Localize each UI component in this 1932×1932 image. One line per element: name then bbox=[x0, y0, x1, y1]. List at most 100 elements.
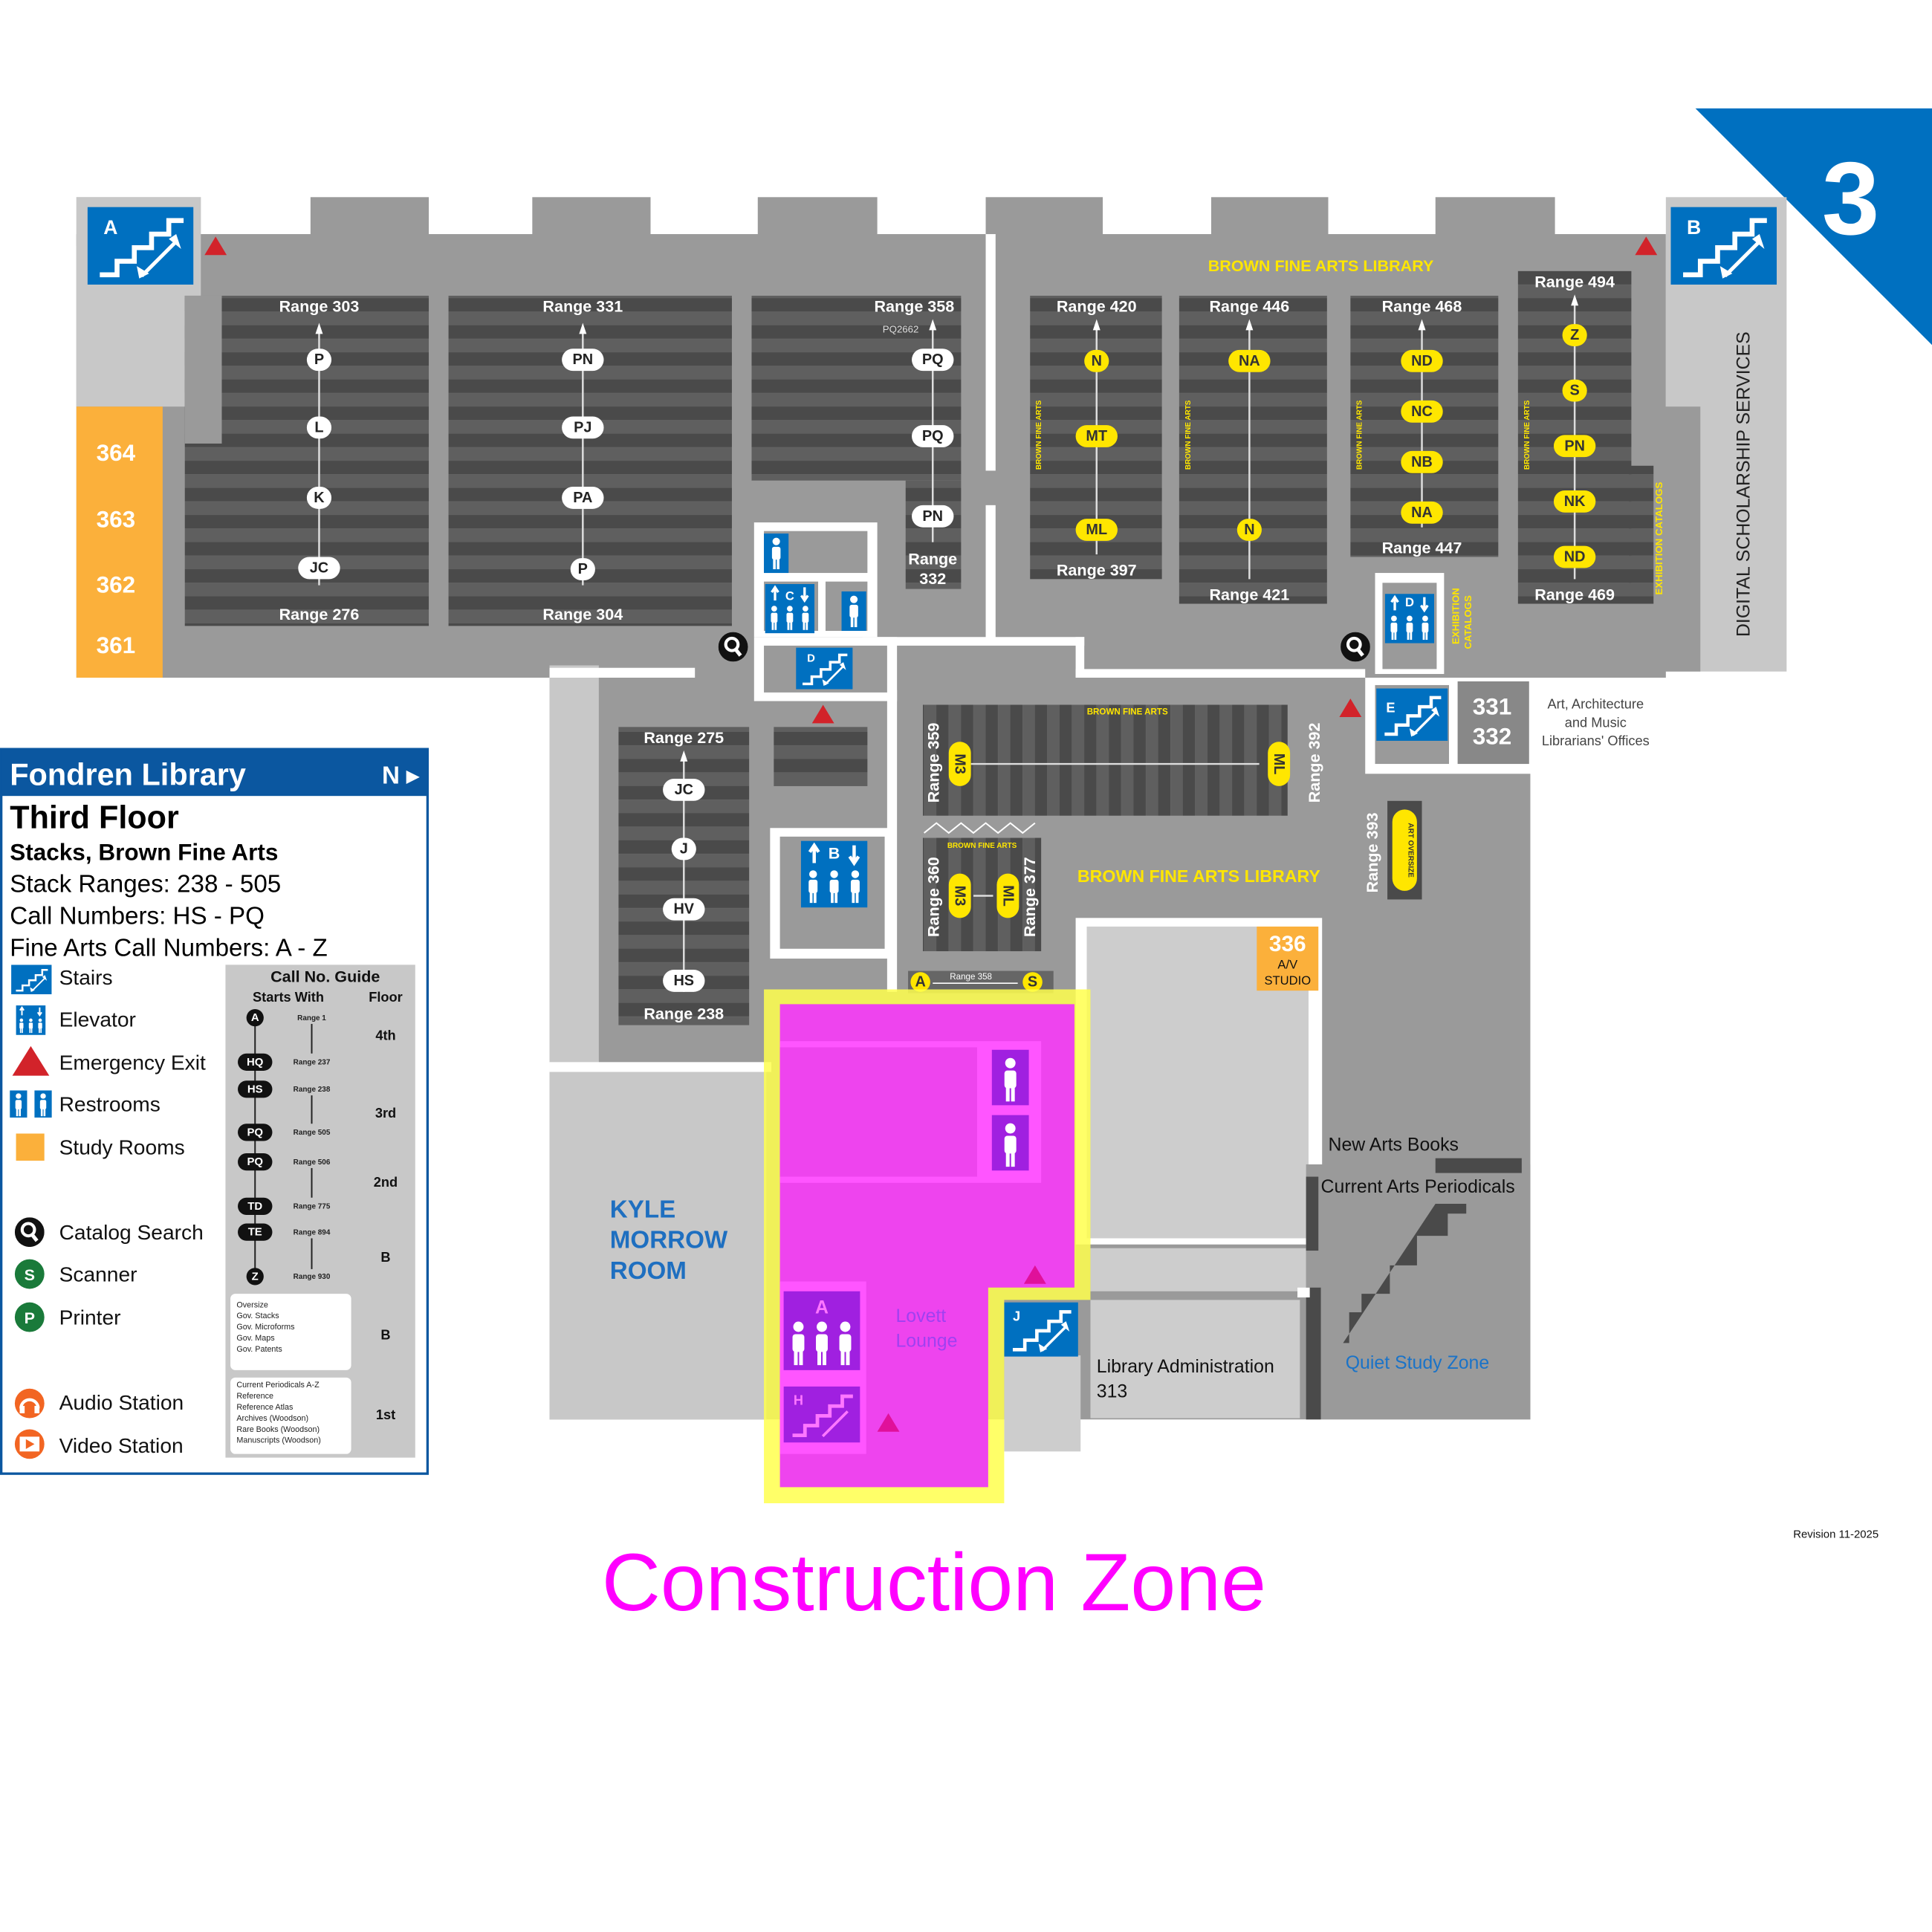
stack-shelves bbox=[751, 295, 962, 481]
call-marker-pill bbox=[663, 969, 705, 992]
guide-call: A bbox=[251, 1011, 259, 1024]
core-d: D E 331 332 bbox=[1365, 573, 1532, 774]
call-marker: N bbox=[1092, 353, 1102, 369]
call-marker-pill bbox=[1228, 349, 1271, 372]
video-station-icon bbox=[14, 1429, 45, 1459]
stack-label: BROWN FINE ARTS bbox=[1087, 707, 1168, 717]
catalog-search-icon[interactable] bbox=[1341, 632, 1370, 662]
elevator-d-icon[interactable]: D bbox=[1385, 594, 1434, 643]
stairs-letter: E bbox=[1386, 699, 1395, 715]
stairs-e-icon[interactable]: E bbox=[1376, 689, 1448, 741]
guide-range: Range 237 bbox=[294, 1059, 331, 1067]
guide-call: PQ bbox=[247, 1155, 263, 1168]
stack-label: BROWN FINE ARTS bbox=[947, 842, 1017, 850]
call-marker: ND bbox=[1411, 353, 1433, 369]
legend-label: Study Rooms bbox=[59, 1135, 185, 1159]
call-marker: ML bbox=[1271, 753, 1287, 775]
stairs-a-icon[interactable]: A bbox=[88, 207, 194, 285]
range-end-label: Range 421 bbox=[1209, 586, 1289, 604]
stairs-d-icon[interactable]: D bbox=[796, 646, 853, 690]
call-marker: L bbox=[314, 419, 323, 435]
call-marker-pill bbox=[1084, 349, 1109, 372]
elevator-letter: D bbox=[1405, 595, 1414, 609]
fine-arts-side-label: BROWN FINE ARTS bbox=[1035, 400, 1043, 470]
lovett-lounge-label: Lounge bbox=[895, 1330, 957, 1351]
study-room-362[interactable]: 362 bbox=[97, 571, 136, 598]
revision-label: Revision 11-2025 bbox=[1793, 1528, 1878, 1540]
stairs-letter: J bbox=[1013, 1309, 1020, 1324]
legend-label: Catalog Search bbox=[59, 1220, 204, 1244]
exhibition-catalogs-label: EXHIBITION bbox=[1450, 588, 1461, 644]
office-331-332[interactable] bbox=[1457, 681, 1529, 765]
fine-arts-stack-360-377: BROWN FINE ARTS Range 360 Range 377 M3 M… bbox=[922, 837, 1042, 952]
elevator-letter: B bbox=[829, 844, 840, 863]
legend-label: Elevator bbox=[59, 1007, 136, 1031]
call-marker: A bbox=[915, 974, 925, 991]
guide-range: Range 775 bbox=[294, 1203, 331, 1211]
legend-label: Video Station bbox=[59, 1433, 184, 1457]
guide-floor: 2nd bbox=[374, 1174, 398, 1190]
study-room-364[interactable]: 364 bbox=[97, 439, 136, 466]
room-label: ROOM bbox=[610, 1257, 687, 1285]
av-label: A/V bbox=[1277, 957, 1297, 971]
call-marker: PQ bbox=[922, 351, 944, 368]
legend-label: Restrooms bbox=[59, 1092, 161, 1116]
range-end-label: Range 469 bbox=[1534, 586, 1615, 604]
call-marker: N bbox=[1244, 522, 1254, 538]
stack-shelves bbox=[1629, 465, 1654, 604]
elevator-b-icon[interactable]: B bbox=[801, 841, 868, 908]
range-start-label: Range 358 bbox=[874, 297, 954, 316]
call-marker-pill bbox=[306, 486, 332, 509]
core-b: B bbox=[770, 828, 894, 959]
floor-number: 3 bbox=[1822, 140, 1879, 256]
call-marker-pill bbox=[1401, 349, 1443, 372]
range-393: Range 393 bbox=[1363, 813, 1381, 893]
emergency-exit-icon bbox=[1339, 698, 1362, 718]
stairs-h-icon: H bbox=[784, 1387, 860, 1442]
stairs-b-icon[interactable]: B bbox=[1670, 207, 1777, 285]
elevator-icon bbox=[16, 1005, 46, 1035]
av-studio-336[interactable] bbox=[1257, 926, 1319, 991]
range-start-label: Range 303 bbox=[279, 297, 360, 316]
library-name: Fondren Library bbox=[10, 756, 246, 791]
call-marker: NK bbox=[1564, 493, 1586, 510]
restroom-icon bbox=[10, 1090, 52, 1118]
stairs-j-icon[interactable]: J bbox=[1004, 1303, 1077, 1357]
guide-call: Z bbox=[252, 1270, 259, 1283]
kyle-morrow-room[interactable]: KYLE MORROW ROOM bbox=[610, 1196, 728, 1285]
stairs-letter: B bbox=[1687, 216, 1701, 239]
arrow-up-icon bbox=[929, 319, 937, 331]
guide-box-line: Reference bbox=[236, 1392, 273, 1401]
elevator-letter: C bbox=[785, 589, 794, 603]
study-room-363[interactable]: 363 bbox=[97, 506, 136, 533]
legend-label: Stairs bbox=[59, 965, 113, 989]
call-marker-pill bbox=[1075, 425, 1118, 447]
range-start: Range 359 bbox=[924, 722, 943, 803]
fine-arts-side-label: BROWN FINE ARTS bbox=[1523, 400, 1531, 470]
guide-col-floor: Floor bbox=[369, 989, 403, 1005]
call-marker-pill bbox=[238, 1153, 273, 1171]
call-marker-pill bbox=[1562, 379, 1587, 402]
emergency-exit-icon bbox=[12, 1046, 50, 1076]
catalog-search-icon[interactable] bbox=[719, 632, 748, 662]
guide-call: PQ bbox=[247, 1126, 263, 1138]
range-start-label: Range 446 bbox=[1209, 297, 1289, 316]
call-marker-pill bbox=[1553, 435, 1596, 458]
study-room-361[interactable]: 361 bbox=[97, 632, 136, 658]
stack-ranges-info: Stack Ranges: 238 - 505 bbox=[10, 871, 281, 898]
emergency-exits bbox=[204, 236, 1658, 724]
range-end-label: Range bbox=[908, 549, 957, 568]
elevator-c-icon[interactable]: C bbox=[765, 584, 814, 633]
